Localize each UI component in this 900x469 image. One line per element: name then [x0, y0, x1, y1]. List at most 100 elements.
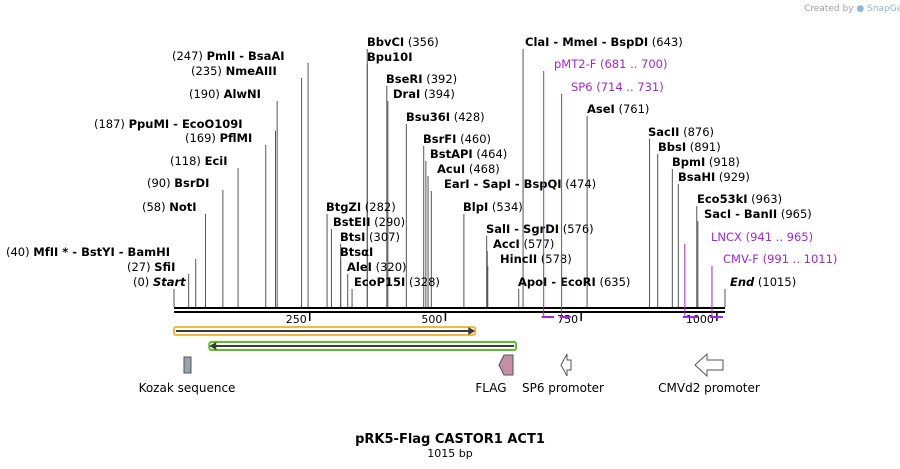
- site-label-saci-banii: SacI - BanII (965): [704, 207, 812, 221]
- site-name: Bpu10I: [367, 50, 412, 64]
- site-label-bsu36i: Bsu36I (428): [406, 110, 485, 124]
- site-name: SfiI: [154, 260, 175, 274]
- site-name: BsrDI: [174, 176, 209, 190]
- primer-name: pMT2-F: [554, 57, 600, 71]
- site-name: ApoI - EcoRI: [518, 275, 596, 289]
- site-name: SacI - BanII: [704, 207, 777, 221]
- site-name: MfII * - BstYI - BamHI: [33, 245, 170, 259]
- site-position: (356): [404, 35, 439, 49]
- feature-label-sp6-promoter: SP6 promoter: [522, 381, 604, 395]
- site-name: SacII: [648, 125, 679, 139]
- site-position: (190): [189, 87, 224, 101]
- site-position: (0): [133, 275, 153, 289]
- feature-kozak-sequence: [183, 356, 192, 374]
- site-label-bseri: BseRI (392): [386, 72, 457, 86]
- site-name: BsaHI: [678, 170, 715, 184]
- map-length: 1015 bp: [427, 447, 472, 460]
- site-position: (328): [405, 275, 440, 289]
- site-name: EarI - SapI - BspQI: [444, 177, 562, 191]
- site-label-eari-sapi-bspqi: EarI - SapI - BspQI (474): [444, 177, 596, 191]
- site-position: (247): [172, 49, 207, 63]
- site-name: EciI: [205, 154, 228, 168]
- feature-label-kozak-sequence: Kozak sequence: [139, 381, 236, 395]
- site-name: PflMI: [220, 131, 253, 145]
- site-leaders: [173, 49, 726, 307]
- site-position: (428): [450, 110, 485, 124]
- site-position: (468): [465, 162, 500, 176]
- site-position: (290): [371, 215, 406, 229]
- site-position: (578): [537, 252, 572, 266]
- ruler-tick-label: 1000: [686, 313, 714, 326]
- site-name: AseI: [587, 102, 615, 116]
- site-name: BsrFI: [423, 132, 456, 146]
- primer-range: (941 .. 965): [746, 230, 814, 244]
- site-label-bstapi: BstAPI (464): [430, 147, 507, 161]
- site-position: (460): [456, 132, 491, 146]
- site-name: BtgZI: [326, 200, 361, 214]
- site-position: (27): [127, 260, 154, 274]
- site-label-bsahi: BsaHI (929): [678, 170, 750, 184]
- orf-reverse-arrowhead: [209, 342, 217, 350]
- site-position: (534): [488, 200, 523, 214]
- site-label-drai: DraI (394): [393, 87, 455, 101]
- site-name: PmlI - BsaAI: [207, 49, 285, 63]
- site-position: (474): [562, 177, 597, 191]
- feature-sp6-promoter: [560, 353, 572, 377]
- site-label-sacii: SacII (876): [648, 125, 714, 139]
- site-label-sfii: (27) SfiI: [127, 260, 175, 274]
- site-label-end: End (1015): [730, 275, 796, 289]
- site-name: Bsu36I: [406, 110, 450, 124]
- site-label-ppumi-ecoo109i: (187) PpuMI - EcoO109I: [94, 117, 243, 131]
- site-position: (307): [365, 230, 400, 244]
- site-name: AleI: [347, 260, 372, 274]
- snapgene-brand: ● SnapGene: [856, 4, 900, 14]
- site-label-btgzi: BtgZI (282): [326, 200, 396, 214]
- site-position: (169): [185, 131, 220, 145]
- site-position: (576): [559, 222, 594, 236]
- site-label-clai-mmei-bspdi: ClaI - MmeI - BspDI (643): [525, 35, 683, 49]
- sequence-backbone: [174, 307, 725, 313]
- site-labels: (0) Start(27) SfiI(40) MfII * - BstYI - …: [6, 35, 812, 289]
- site-label-acui: AcuI (468): [437, 162, 500, 176]
- site-position: (187): [94, 117, 129, 131]
- orf-forward-arrowhead: [468, 327, 476, 335]
- site-name: BbsI: [658, 140, 686, 154]
- site-name: BlpI: [463, 200, 488, 214]
- site-position: (392): [423, 72, 458, 86]
- site-name: SalI - SgrDI: [486, 222, 559, 236]
- ruler-tick-label: 250: [286, 313, 307, 326]
- feature-label-cmvd2-promoter: CMVd2 promoter: [658, 381, 760, 395]
- primer-range: (714 .. 731): [596, 80, 664, 94]
- site-position: (40): [6, 245, 33, 259]
- site-label-nmeaiii: (235) NmeAIII: [191, 64, 277, 78]
- site-position: (761): [615, 102, 650, 116]
- site-position: (876): [679, 125, 714, 139]
- site-position: (394): [420, 87, 455, 101]
- ruler-tick-label: 500: [421, 313, 442, 326]
- snapgene-credit: Created by ● SnapGene: [804, 4, 900, 14]
- site-position: (929): [715, 170, 750, 184]
- site-label-acci: AccI (577): [493, 237, 554, 251]
- site-position: (643): [648, 35, 683, 49]
- site-label-noti: (58) NotI: [142, 200, 197, 214]
- site-position: (464): [473, 147, 508, 161]
- site-position: (320): [372, 260, 407, 274]
- site-label-btsi: BtsI (307): [340, 230, 400, 244]
- primer-name: LNCX: [711, 230, 746, 244]
- site-name: BtsI: [340, 230, 365, 244]
- primer-label-pmt2-f: pMT2-F (681 .. 700): [554, 57, 667, 71]
- site-label-mfii-bstyi-bamhi: (40) MfII * - BstYI - BamHI: [6, 245, 170, 259]
- site-label-apoi-ecori: ApoI - EcoRI (635): [518, 275, 630, 289]
- map-title: pRK5-Flag CASTOR1 ACT1: [355, 432, 545, 447]
- site-label-bsrdi: (90) BsrDI: [147, 176, 209, 190]
- site-name: Eco53kI: [697, 192, 748, 206]
- site-name: AccI: [493, 237, 520, 251]
- site-label-bpmi: BpmI (918): [672, 155, 740, 169]
- primer-label-lncx: LNCX (941 .. 965): [711, 230, 813, 244]
- site-label-alei: AleI (320): [347, 260, 407, 274]
- site-name: BstEII: [333, 215, 371, 229]
- site-position: (891): [686, 140, 721, 154]
